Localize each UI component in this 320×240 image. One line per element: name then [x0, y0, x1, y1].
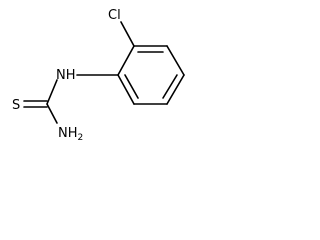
nh2-subscript: 2	[78, 133, 84, 143]
bond-nh-to-thiocarbon	[46, 79, 58, 105]
nh-label: NH	[56, 68, 76, 83]
ring-bond-c3-c4	[166, 45, 185, 76]
sulfur-label: S	[12, 98, 20, 113]
molecule-diagram: Cl NH S NH2	[12, 8, 185, 143]
nh2-symbol: NH	[58, 126, 78, 141]
benzene-ring	[117, 45, 185, 105]
nh2-label: NH2	[58, 126, 83, 143]
ring-double-bond-c4-c5	[162, 74, 178, 99]
ring-bond-c4-c5	[166, 74, 185, 105]
ring-bond-c6-c1	[117, 74, 135, 105]
ring-bond-c1-c2	[117, 45, 135, 76]
ring-double-bond-c6-c1	[124, 74, 139, 99]
bond-ring-to-chlorine	[120, 21, 135, 47]
chlorine-label: Cl	[108, 8, 121, 23]
bond-thiocarbon-to-nh2	[46, 103, 58, 124]
